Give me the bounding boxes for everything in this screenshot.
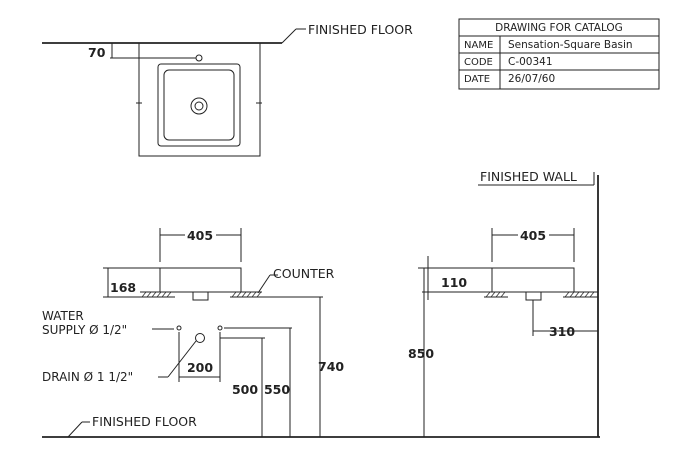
bottom-floor-leader bbox=[67, 421, 83, 438]
dim-740-text: 740 bbox=[318, 359, 344, 374]
plan-basin-outer bbox=[157, 63, 241, 147]
plan-drain-outer bbox=[190, 97, 208, 115]
dim-310-text: 310 bbox=[549, 324, 575, 339]
front-supply-left bbox=[176, 325, 182, 331]
counter-leader bbox=[257, 274, 271, 294]
plan-counter-outline bbox=[138, 42, 261, 157]
front-elevation: 405 COUNTER bbox=[42, 228, 344, 437]
title-row-code-key: CODE bbox=[464, 57, 493, 68]
dim-550-text: 550 bbox=[264, 382, 290, 397]
front-supply-right bbox=[217, 325, 223, 331]
title-row-code-value: C-00341 bbox=[508, 56, 553, 68]
drain-leader-2 bbox=[167, 340, 197, 378]
counter-label: COUNTER bbox=[273, 266, 335, 281]
top-floor-label: FINISHED FLOOR bbox=[308, 22, 413, 37]
water-supply-label-2: SUPPLY Ø 1/2" bbox=[42, 323, 127, 337]
side-counter-left bbox=[484, 291, 508, 298]
plan-drain-inner bbox=[194, 101, 204, 111]
title-block-heading: DRAWING FOR CATALOG bbox=[495, 22, 623, 34]
title-row-date-value: 26/07/60 bbox=[508, 73, 555, 85]
plan-view: FINISHED FLOOR 70 bbox=[42, 22, 413, 157]
side-basin-body bbox=[491, 267, 575, 293]
finished-wall-label: FINISHED WALL bbox=[480, 169, 577, 184]
side-drain-body bbox=[525, 291, 542, 301]
title-row-name-key: NAME bbox=[464, 40, 493, 51]
side-elevation: FINISHED WALL 405 11 bbox=[408, 169, 599, 437]
plan-tap-hole bbox=[195, 54, 203, 62]
dim-500-text: 500 bbox=[232, 382, 258, 397]
top-floor-leader bbox=[281, 28, 297, 44]
front-counter-left bbox=[140, 291, 175, 298]
drain-label: DRAIN Ø 1 1/2" bbox=[42, 370, 133, 384]
front-basin-body bbox=[159, 267, 242, 293]
water-supply-label-1: WATER bbox=[42, 309, 84, 323]
title-row-name-value: Sensation-Square Basin bbox=[508, 39, 633, 51]
dim-200-text: 200 bbox=[187, 360, 213, 375]
front-drain-body bbox=[192, 291, 209, 301]
front-drain-point bbox=[195, 333, 205, 343]
bottom-floor: FINISHED FLOOR bbox=[42, 414, 600, 438]
bottom-floor-label: FINISHED FLOOR bbox=[92, 414, 197, 429]
dim-850-text: 850 bbox=[408, 346, 434, 361]
dim-168-text: 168 bbox=[110, 280, 136, 295]
dim-110-text: 110 bbox=[441, 275, 467, 290]
dim-70-text: 70 bbox=[88, 45, 106, 60]
title-block: DRAWING FOR CATALOG NAME Sensation-Squar… bbox=[458, 18, 660, 90]
plan-basin-inner bbox=[163, 69, 235, 141]
dim-405-side-text: 405 bbox=[520, 228, 546, 243]
title-row-date-key: DATE bbox=[464, 74, 490, 85]
dim-405-front-text: 405 bbox=[187, 228, 213, 243]
side-counter-right bbox=[563, 291, 598, 298]
front-counter-right bbox=[230, 291, 262, 298]
